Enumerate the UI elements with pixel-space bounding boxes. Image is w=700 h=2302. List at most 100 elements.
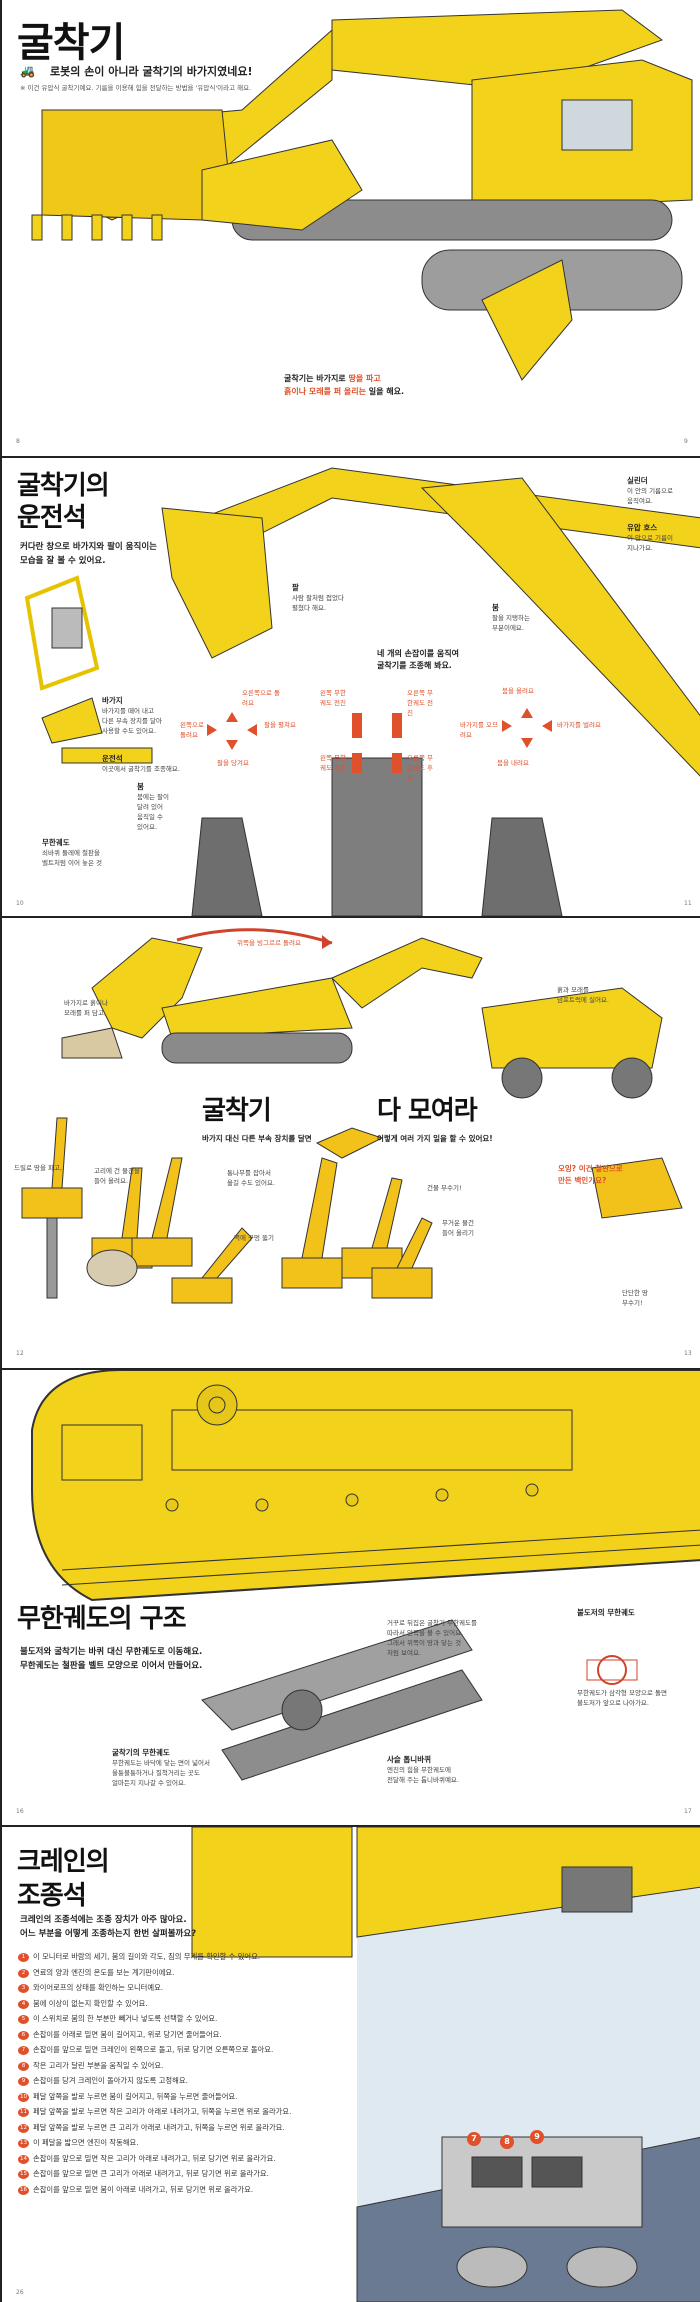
label-seat: 운전석 이곳에서 굴착기를 조종해요.: [102, 754, 180, 774]
caption-text: 굴착기는 바가지로: [284, 374, 349, 383]
question-line: 오잉? 이건 철판으로: [558, 1164, 623, 1173]
list-item: 13 이 페달을 밟으면 엔진이 작동해요.: [18, 2138, 343, 2149]
page-description: 불도저와 굴착기는 바퀴 대신 무한궤도로 이동해요. 무한궤도는 철판을 벨트…: [20, 1645, 202, 1673]
title-line: 크레인의: [17, 1847, 110, 1877]
caption-highlight: 흙이나 모래를 퍼 올리는: [284, 387, 366, 396]
page-description: 커다란 창으로 바가지와 팔이 움직이는 모습을 잘 볼 수 있어요.: [20, 540, 157, 568]
wall-caption: 벽에 구멍 뚫기: [234, 1234, 275, 1242]
list-item-text: 손잡이를 아래로 밀면 붐이 길어지고, 위로 당기면 줄어들어요.: [33, 2029, 222, 2039]
label-desc: 벨트처럼 이어 놓은 것: [42, 859, 103, 867]
page-divider: [0, 456, 700, 458]
list-item: 7 손잡이를 앞으로 밀면 크레인이 왼쪽으로 돌고, 뒤로 당기면 오른쪽으로 …: [18, 2045, 343, 2056]
label-desc: 쇠바퀴 둘레에 철판을: [42, 849, 100, 857]
note-line: 따라서 안쪽을 볼 수 있어요.: [387, 1629, 464, 1637]
heading-line: 굴착기를 조종해 봐요.: [377, 661, 452, 670]
caption-line: 들어 올려요.: [94, 1177, 129, 1185]
number-badge: 3: [18, 1984, 29, 1993]
caption-line: 통나무를 잡아서: [227, 1169, 271, 1177]
page-number: 9: [684, 438, 688, 445]
label-title: 불도저의 무한궤도: [577, 1608, 635, 1617]
list-item-text: 이 페달을 밟으면 엔진이 작동해요.: [33, 2138, 139, 2147]
list-item-text: 손잡이를 앞으로 밀면 큰 고리가 아래로 내려가고, 뒤로 당기면 위로 올라…: [33, 2169, 269, 2178]
label-desc: 이 안의 기름으로: [627, 487, 673, 495]
caption-line: 부수기!: [622, 1299, 643, 1307]
label-desc: 펼쳤다 해요.: [292, 604, 327, 612]
list-item: 14 손잡이를 앞으로 밀면 작은 고리가 아래로 내려가고, 뒤로 당기면 위로…: [18, 2154, 343, 2165]
control-label: 팔을 펼쳐요: [264, 721, 296, 729]
title-line: 운전석: [17, 503, 87, 533]
list-item-text: 손잡이를 앞으로 밀면 작은 고리가 아래로 내려가고, 뒤로 당기면 위로 올…: [33, 2153, 276, 2163]
number-badge: 9: [18, 2077, 29, 2086]
control-label: 바가지를 오므려요: [460, 721, 498, 739]
control-label: 왼쪽으로 돌려요: [180, 721, 204, 739]
number-badge: 15: [18, 2170, 29, 2179]
label-title: 유압 호스: [627, 523, 658, 532]
subtitle-part-2: 이렇게 여러 가지 일을 할 수 있어요!: [377, 1134, 493, 1143]
desc-line: 불도저와 굴착기는 바퀴 대신 무한궤도로 이동해요.: [20, 1647, 203, 1657]
page-number: 27: [684, 2289, 692, 2296]
page-number: 17: [684, 1808, 692, 1815]
number-badge: 14: [18, 2154, 29, 2164]
list-item-text: 페달 앞쪽을 발로 누르면 작은 고리가 아래로 내려가고, 뒤쪽을 누르면 위…: [33, 2107, 292, 2116]
caption-highlight: 땅을 파고: [348, 374, 381, 383]
number-badge: 7: [18, 2046, 29, 2055]
callout-marker: 9: [530, 2130, 544, 2144]
list-item-text: 손잡이를 당겨 크레인이 돌아가지 않도록 고정해요.: [33, 2076, 188, 2085]
label-desc: 무한궤도가 삼각형 모양으로 돌면: [577, 1689, 667, 1697]
control-label: 붐을 내려요: [497, 759, 529, 767]
label-desc: 울퉁불퉁하거나 질척거리는 곳도: [112, 1769, 200, 1777]
drill-caption: 드릴로 땅을 파고,: [14, 1164, 63, 1172]
title-part-2: 다 모여라: [377, 1096, 478, 1126]
note-line: 처럼 보여요.: [387, 1649, 422, 1657]
label-title: 붐: [492, 603, 499, 612]
desc-line: 크레인의 조종석에는 조종 장치가 아주 많아요.: [20, 1915, 187, 1925]
caption-line: 바가지로 흙이나: [64, 999, 108, 1007]
label-title: 실린더: [627, 476, 648, 485]
control-label: 왼쪽 무한궤도 전진: [320, 689, 346, 707]
page-number: 26: [16, 2289, 24, 2296]
list-item-text: 작은 고리가 달린 부분을 움직일 수 있어요.: [33, 2060, 164, 2070]
number-badge: 11: [18, 2108, 29, 2117]
demolish-caption: 건물 부수기!: [427, 1184, 462, 1192]
number-badge: 13: [18, 2139, 29, 2148]
label-desc: 움직여요.: [627, 497, 653, 505]
control-label: 팔을 당겨요: [217, 759, 249, 767]
question-line: 만든 백인가요?: [558, 1176, 607, 1185]
list-item-text: 손잡이를 앞으로 밀면 크레인이 왼쪽으로 돌고, 뒤로 당기면 오른쪽으로 돌…: [33, 2045, 274, 2054]
page-excavator-intro: 굴착기 🚜 로봇의 손이 아니라 굴착기의 바가지였네요! ※ 이건 유압식 굴…: [0, 0, 700, 456]
control-label: 오른쪽 무한궤도 전진: [407, 689, 433, 717]
callout-marker: 8: [500, 2135, 514, 2149]
rotate-label: 위쪽을 빙그르르 돌려요: [237, 939, 301, 947]
caption-line: 덤프트럭에 실어요.: [557, 996, 609, 1004]
subtitle-part-1: 바가지 대신 다른 부속 장치를 달면: [202, 1134, 312, 1143]
desc-line: 모습을 잘 볼 수 있어요.: [20, 556, 106, 566]
page-number: 12: [16, 1350, 24, 1357]
page-crane-cab: 7 8 9 크레인의 조종석 크레인의 조종석에는 조종 장치가 아주 많아요.…: [0, 1827, 700, 2302]
note-line: 거꾸로 뒤집은 굴착기 무한궤도를: [387, 1619, 477, 1627]
page-title: 크레인의 조종석: [17, 1845, 110, 1913]
page-title: 무한궤도의 구조: [17, 1604, 186, 1634]
label-desc: 있어요.: [137, 823, 158, 831]
number-badge: 12: [18, 2123, 29, 2133]
desc-line: 어느 부분을 어떻게 조종하는지 한번 살펴볼까요?: [20, 1929, 197, 1939]
list-item: 9 손잡이를 당겨 크레인이 돌아가지 않도록 고정해요.: [18, 2076, 343, 2087]
